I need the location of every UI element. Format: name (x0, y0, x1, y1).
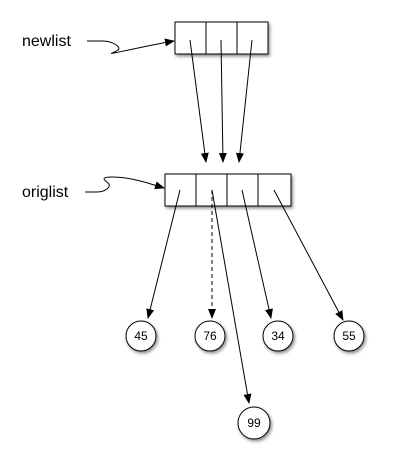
newlist-cell-0 (174, 21, 207, 55)
origlist-label: origlist (22, 184, 69, 201)
origlist-cell-0 (164, 173, 197, 207)
origlist-pointer-3 (273, 189, 344, 321)
node-34: 34 (262, 320, 294, 352)
origlist-array (164, 173, 292, 207)
node-99-value: 99 (247, 416, 261, 430)
node-45-value: 45 (134, 329, 148, 343)
origlist-pointer-1-new (211, 189, 252, 404)
node-99: 99 (237, 406, 271, 440)
newlist-cell-2 (236, 21, 269, 55)
newlist-pointer-1 (218, 39, 227, 163)
origlist-connector (85, 176, 165, 193)
newlist-connector (87, 38, 175, 54)
node-34-value: 34 (271, 329, 285, 343)
node-76: 76 (194, 320, 226, 352)
origlist-pointer-2 (241, 189, 273, 319)
node-45: 45 (125, 320, 157, 352)
node-55-value: 55 (342, 329, 356, 343)
newlist-pointer-2 (235, 39, 253, 163)
newlist-label: newlist (22, 33, 71, 50)
node-55: 55 (333, 320, 365, 352)
newlist-array (174, 21, 269, 55)
newlist-pointer-0 (189, 39, 209, 163)
node-76-value: 76 (203, 329, 217, 343)
origlist-pointer-0 (146, 189, 181, 319)
